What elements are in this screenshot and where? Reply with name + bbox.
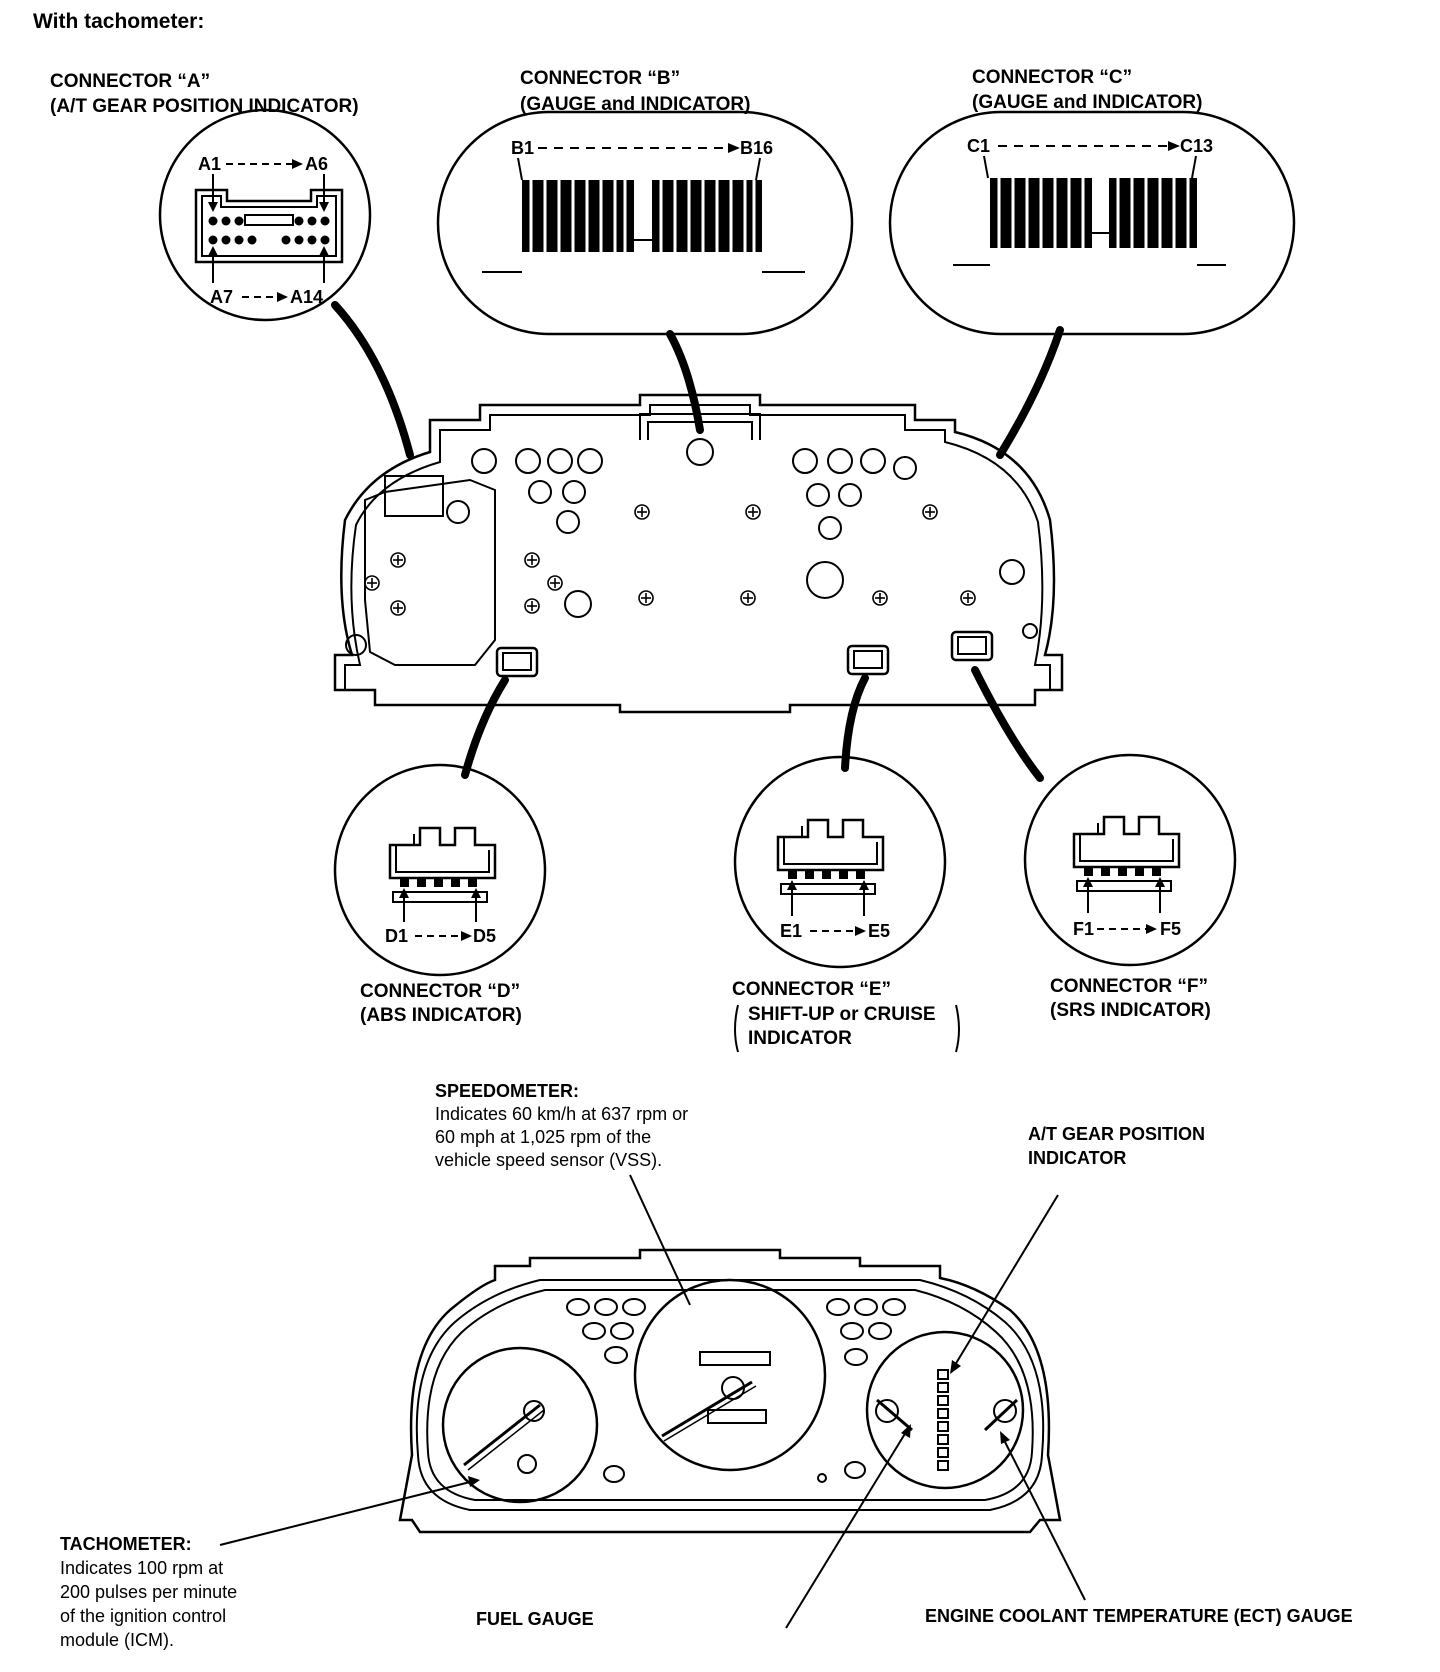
connector-b-leader xyxy=(666,330,704,434)
gear-position-segments xyxy=(937,1369,949,1471)
gear-indicator-callout: A/T GEAR POSITION INDICATOR xyxy=(950,1124,1205,1374)
fuel-ect-dial xyxy=(865,1330,1025,1490)
connector-e-pin-start: E1 xyxy=(780,921,802,941)
connector-c-callout-oval xyxy=(888,110,1296,336)
connector-d-group: D1 D5 CONNECTOR “D” (ABS INDICATOR) xyxy=(333,676,547,1026)
ect-gauge-label: ENGINE COOLANT TEMPERATURE (ECT) GAUGE xyxy=(925,1606,1353,1626)
connector-a-name: CONNECTOR “A” xyxy=(50,71,210,92)
connector-d-pins xyxy=(400,879,477,887)
speedometer-line2: 60 mph at 1,025 rpm of the xyxy=(435,1127,651,1147)
connector-a-pins xyxy=(208,216,330,245)
ect-gauge-callout: ENGINE COOLANT TEMPERATURE (ECT) GAUGE xyxy=(925,1431,1353,1626)
connector-f-desc: (SRS INDICATOR) xyxy=(1050,1000,1211,1021)
indicator-lamps xyxy=(566,1298,906,1483)
connector-c-pin-end: C13 xyxy=(1180,136,1213,156)
connector-f-group: F1 F5 CONNECTOR “F” (SRS INDICATOR) xyxy=(971,666,1237,1021)
fuel-gauge-label: FUEL GAUGE xyxy=(476,1609,594,1629)
screws xyxy=(364,504,976,616)
connector-a-pin-bottom-end: A14 xyxy=(290,287,323,307)
connector-a-callout-circle xyxy=(158,108,372,322)
connector-e-group: E1 E5 CONNECTOR “E” SHIFT-UP or CRUISE I… xyxy=(732,674,960,1053)
connector-d-pin-start: D1 xyxy=(385,926,408,946)
speedometer-title: SPEEDOMETER: xyxy=(435,1081,579,1101)
connector-b-callout-oval xyxy=(436,110,854,336)
fuel-gauge-callout: FUEL GAUGE xyxy=(476,1424,911,1629)
connector-e-pins xyxy=(788,871,865,879)
connector-b-group: CONNECTOR “B” (GAUGE and INDICATOR) B1 B… xyxy=(436,68,854,434)
connector-e-leader xyxy=(841,674,869,772)
connector-c-desc: (GAUGE and INDICATOR) xyxy=(972,92,1202,113)
gauge-assembly-rear-view xyxy=(333,393,1064,714)
speedometer-dial xyxy=(633,1278,827,1472)
page-heading: With tachometer: xyxy=(33,10,204,33)
speedometer-callout: SPEEDOMETER: Indicates 60 km/h at 637 rp… xyxy=(435,1081,691,1306)
connector-b-name: CONNECTOR “B” xyxy=(520,68,680,89)
gauge-cluster-front-view xyxy=(398,1248,1062,1534)
socket-e xyxy=(846,644,890,676)
tachometer-line2: 200 pulses per minute xyxy=(60,1582,237,1602)
connector-b-pin-end: B16 xyxy=(740,138,773,158)
connector-e-callout-circle xyxy=(733,755,947,969)
speedometer-line1: Indicates 60 km/h at 637 rpm or xyxy=(435,1104,688,1124)
tachometer-line3: of the ignition control xyxy=(60,1606,226,1626)
tachometer-dial xyxy=(441,1346,599,1504)
connector-a-group: CONNECTOR “A” (A/T GEAR POSITION INDICAT… xyxy=(50,71,414,459)
connector-f-callout-circle xyxy=(1023,753,1237,967)
connector-f-name: CONNECTOR “F” xyxy=(1050,976,1208,997)
connector-b-desc: (GAUGE and INDICATOR) xyxy=(520,94,750,115)
connector-f-pin-end: F5 xyxy=(1160,919,1181,939)
connector-d-callout-circle xyxy=(333,763,547,977)
connector-f-leader xyxy=(971,666,1044,782)
connector-d-pin-end: D5 xyxy=(473,926,496,946)
connector-c-pin-start: C1 xyxy=(967,136,990,156)
connector-f-pin-start: F1 xyxy=(1073,919,1094,939)
gear-indicator-line1: A/T GEAR POSITION xyxy=(1028,1124,1205,1144)
tachometer-title: TACHOMETER: xyxy=(60,1534,192,1554)
gear-indicator-line2: INDICATOR xyxy=(1028,1148,1126,1168)
connector-c-group: CONNECTOR “C” (GAUGE and INDICATOR) C1 C… xyxy=(888,67,1296,459)
connector-d-name: CONNECTOR “D” xyxy=(360,981,520,1002)
tachometer-callout: TACHOMETER: Indicates 100 rpm at 200 pul… xyxy=(60,1476,480,1650)
connector-b-pins xyxy=(522,180,634,252)
socket-d xyxy=(495,646,539,678)
tachometer-line4: module (ICM). xyxy=(60,1630,174,1650)
connector-d-desc: (ABS INDICATOR) xyxy=(360,1005,522,1026)
bulb-sockets xyxy=(345,438,1038,656)
connector-e-name: CONNECTOR “E” xyxy=(732,979,891,1000)
connector-f-pins xyxy=(1084,868,1161,876)
connector-d-leader xyxy=(461,676,509,779)
connector-a-desc: (A/T GEAR POSITION INDICATOR) xyxy=(50,96,359,117)
connector-c-name: CONNECTOR “C” xyxy=(972,67,1132,88)
connector-a-pin-top-start: A1 xyxy=(198,154,221,174)
connector-a-leader xyxy=(331,301,414,459)
connector-e-pin-end: E5 xyxy=(868,921,890,941)
connector-b-pin-start: B1 xyxy=(511,138,534,158)
connector-e-desc-line2: INDICATOR xyxy=(748,1028,852,1049)
connector-c-leader xyxy=(996,326,1064,459)
connector-e-desc-line1: SHIFT-UP or CRUISE xyxy=(748,1004,936,1025)
connector-a-pin-bottom-start: A7 xyxy=(210,287,233,307)
connector-a-pin-top-end: A6 xyxy=(305,154,328,174)
socket-f xyxy=(950,630,994,662)
connector-a-housing xyxy=(194,188,344,264)
speedometer-line3: vehicle speed sensor (VSS). xyxy=(435,1150,662,1170)
tachometer-line1: Indicates 100 rpm at xyxy=(60,1558,223,1578)
